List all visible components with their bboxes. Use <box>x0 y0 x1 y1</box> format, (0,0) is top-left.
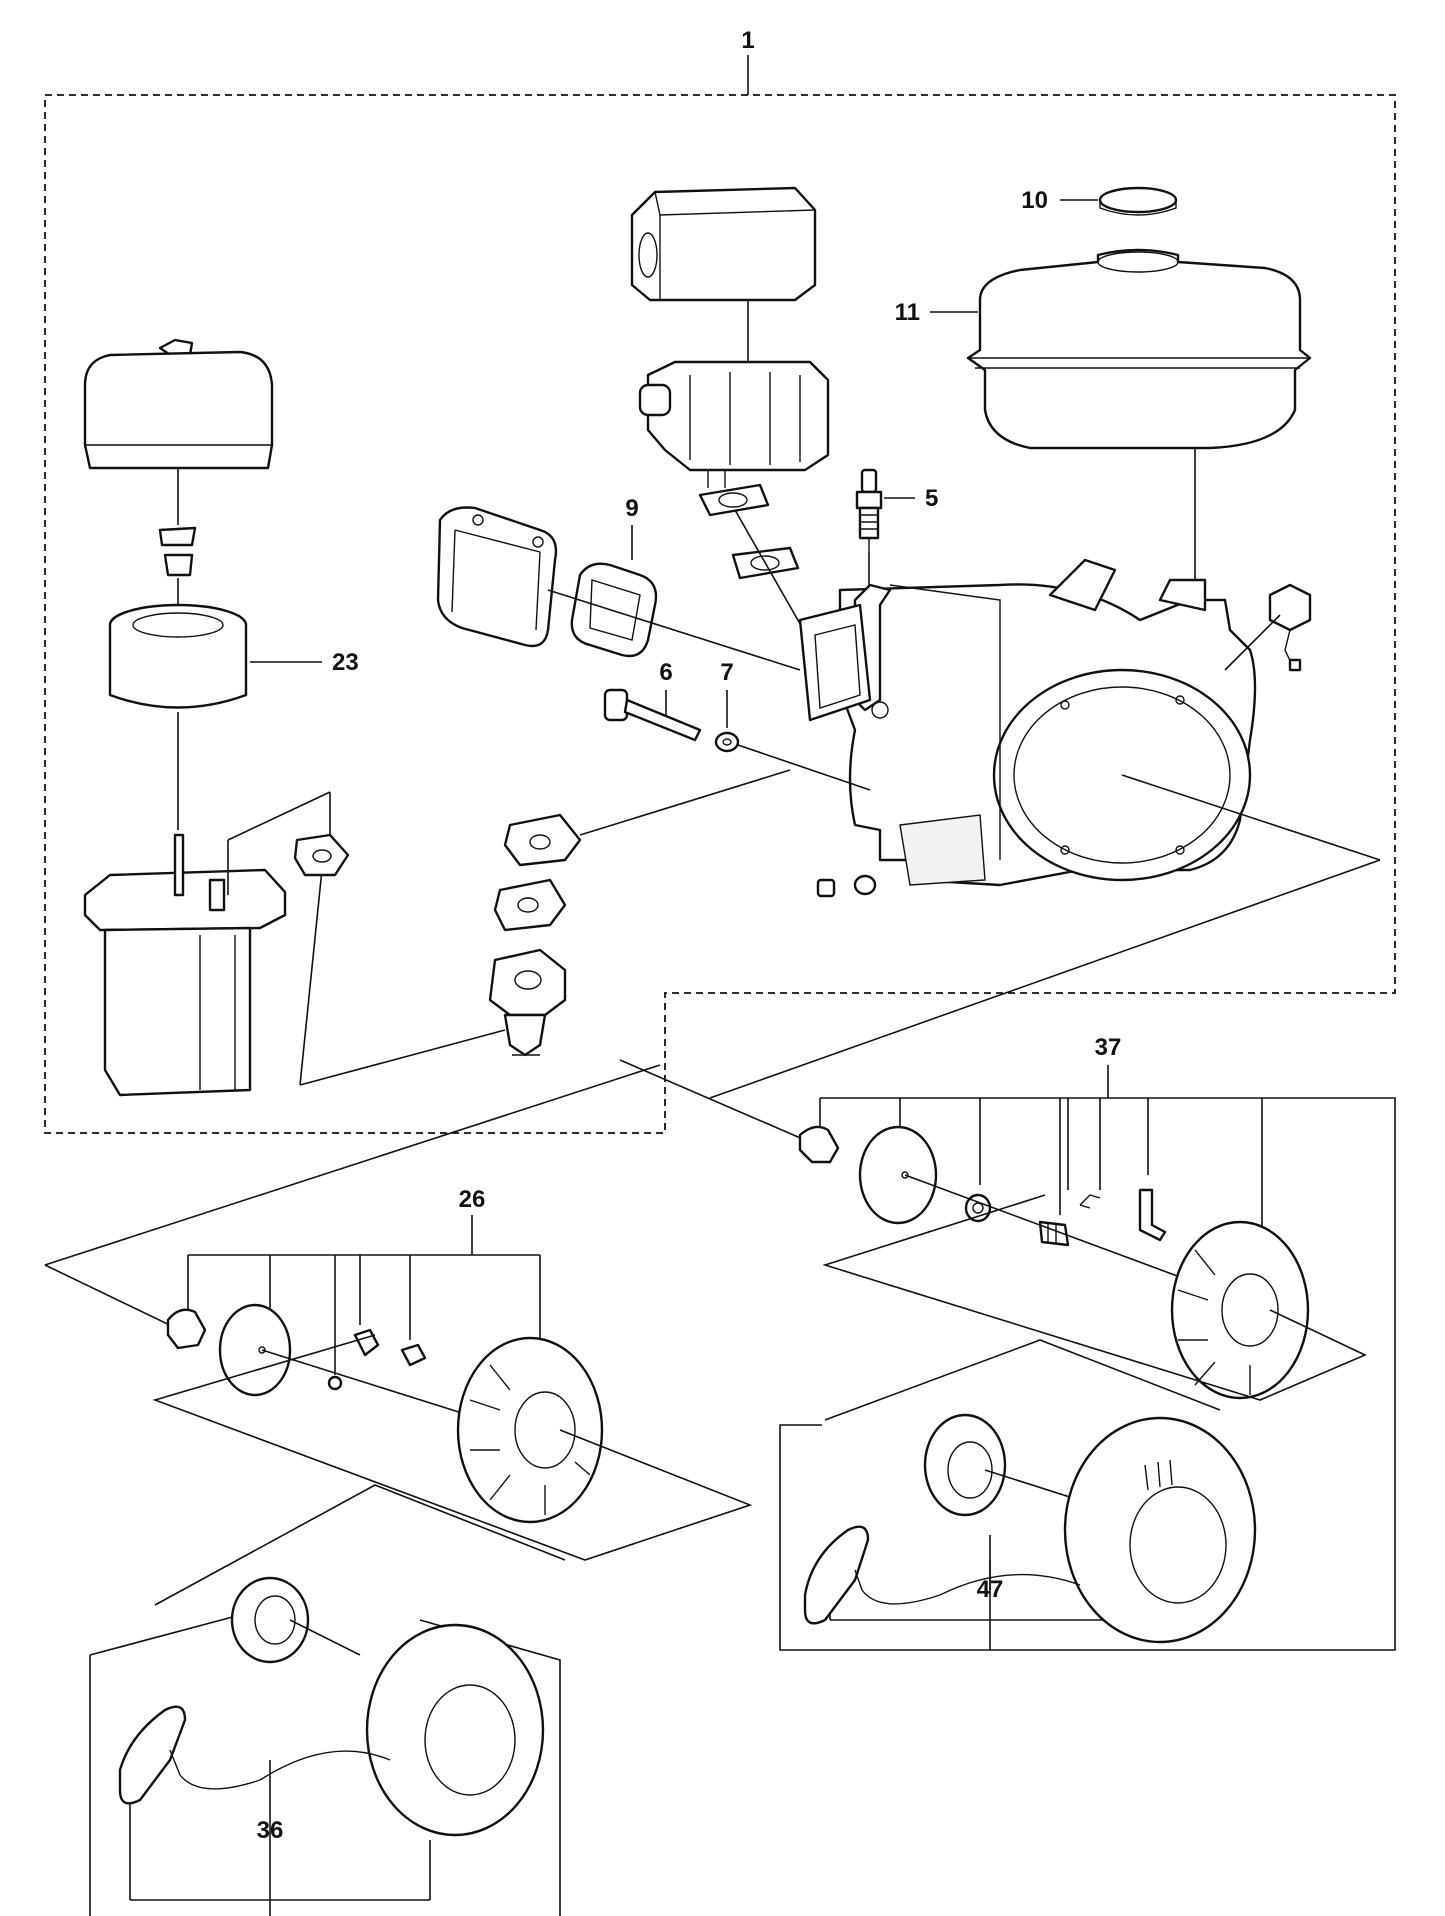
callout-23: 23 <box>332 649 359 676</box>
starter-reel <box>456 1336 604 1524</box>
starter-handle-47 <box>803 1525 870 1625</box>
callout-9: 9 <box>625 495 638 522</box>
callout-37: 37 <box>1095 1034 1122 1061</box>
callout-26: 26 <box>459 1186 486 1213</box>
starter-pulley <box>218 1303 292 1397</box>
starter-spring-ball <box>327 1375 343 1391</box>
intake-gasket <box>493 813 582 932</box>
starter-reel-37 <box>1170 1220 1310 1400</box>
drain-bolt <box>816 874 877 898</box>
callout-10: 10 <box>1021 187 1048 214</box>
starter-cup <box>166 1308 207 1350</box>
air-filter-cover <box>83 338 274 470</box>
fuel-tank <box>966 248 1312 450</box>
muffler-body <box>638 360 830 488</box>
washer <box>714 731 740 753</box>
muffler-gasket <box>698 483 800 580</box>
callout-5: 5 <box>925 485 938 512</box>
recoil-starter-group-26 <box>187 1240 541 1400</box>
callout-47: 47 <box>977 1576 1004 1603</box>
engine-assembly-boundary <box>44 55 1396 1134</box>
starter-housing <box>365 1623 545 1837</box>
oil-sensor <box>1268 583 1312 672</box>
starter-pin-37 <box>1079 1188 1167 1242</box>
cylinder-head-cover <box>436 506 558 648</box>
callout-6: 6 <box>659 659 672 686</box>
starter-housing-47 <box>1063 1416 1257 1644</box>
starter-handle <box>118 1705 187 1805</box>
callout-7: 7 <box>720 659 733 686</box>
head-gasket <box>570 562 658 658</box>
starter-pulley-37 <box>858 1125 938 1225</box>
spark-plug <box>855 468 883 552</box>
recoil-starter-group-37 <box>779 1065 1396 1651</box>
air-filter-element <box>108 603 248 709</box>
oil-dipstick <box>603 688 702 742</box>
muffler-cover <box>630 186 817 302</box>
starter-spring-case <box>230 1576 310 1664</box>
recoil-starter-group-36 <box>89 1484 566 1916</box>
callout-36: 36 <box>257 1817 284 1844</box>
wing-nut <box>158 526 197 577</box>
fuel-cap <box>1098 186 1178 216</box>
starter-spring-case-47 <box>923 1413 1007 1517</box>
starter-pawl <box>353 1328 427 1367</box>
callout-11: 11 <box>895 299 920 326</box>
carburetor <box>488 948 567 1057</box>
engine-block <box>798 558 1257 887</box>
callout-1: 1 <box>741 27 754 54</box>
air-filter-gasket <box>293 833 350 877</box>
air-filter-base <box>83 833 287 1097</box>
starter-cup-37 <box>798 1125 840 1164</box>
